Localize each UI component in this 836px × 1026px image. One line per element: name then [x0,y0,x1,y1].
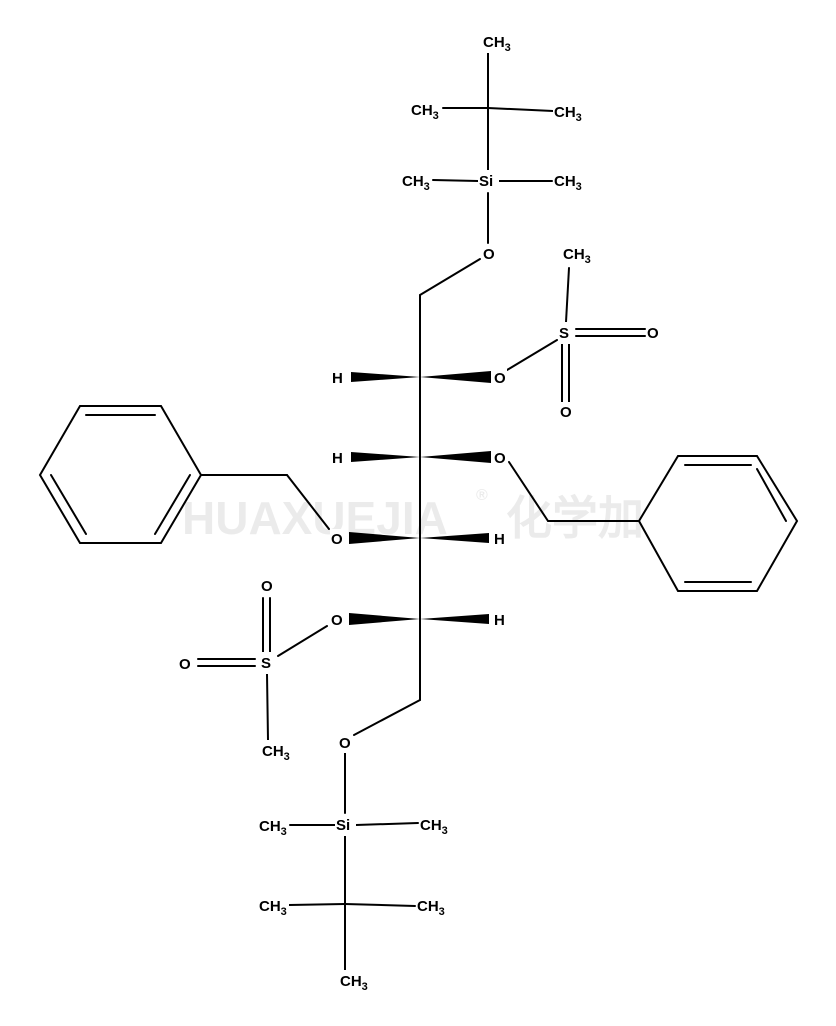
atom-o: O [330,529,344,549]
wedge-bond [349,532,420,544]
watermark-text: HUAXUEJIA [182,492,448,544]
atom-h: H [493,610,507,630]
svg-text:H: H [332,370,343,387]
atom-h: H [331,368,345,388]
atom-o: O [482,244,496,264]
ring-outline [38,405,203,544]
svg-text:H: H [494,531,505,548]
svg-text:CH3: CH3 [259,818,287,838]
svg-text:CH3: CH3 [411,102,439,122]
bond [565,267,570,323]
ring-double-bond [50,474,87,535]
svg-text:CH3: CH3 [262,743,290,763]
svg-text:Si: Si [479,173,493,190]
atom-si: Si [335,814,356,836]
bond [288,903,346,906]
svg-text:CH3: CH3 [259,898,287,918]
watermark-cn: 化学加 [506,492,644,544]
atom-ch3: CH3 [482,31,511,54]
atom-o: O [646,323,660,343]
svg-text:O: O [494,450,506,467]
ring-outline [637,455,799,592]
wedge-bond [349,613,420,625]
atom-si: Si [478,170,499,192]
svg-text:O: O [331,531,343,548]
atom-ch3: CH3 [410,99,440,122]
atom-h: H [493,529,507,549]
svg-text:H: H [332,450,343,467]
bond [266,673,269,741]
svg-text:H: H [494,612,505,629]
svg-text:O: O [494,370,506,387]
bond [419,258,481,296]
atom-s: S [260,652,274,674]
atom-ch3: CH3 [553,170,583,193]
atom-ch3: CH3 [553,101,583,124]
bond [355,822,419,826]
atom-ch3: CH3 [401,170,432,193]
svg-text:CH3: CH3 [483,34,511,54]
atom-ch3: CH3 [416,895,446,918]
ring-double-bond [756,468,787,522]
svg-text:CH3: CH3 [402,173,430,193]
bond [432,179,479,182]
svg-text:S: S [559,325,569,342]
bond [508,461,549,522]
atom-labels: CH3 CH3 CH3 CH3 Si CH3 O CH3 S O O O H H… [178,31,660,993]
bond [353,699,421,736]
bond [286,474,330,530]
svg-text:O: O [339,735,351,752]
svg-text:CH3: CH3 [417,898,445,918]
atom-ch3: CH3 [258,815,289,838]
bond [506,339,558,371]
svg-text:CH3: CH3 [554,104,582,124]
svg-text:O: O [647,325,659,342]
svg-text:CH3: CH3 [563,246,591,266]
stereo-wedges [349,371,491,625]
atom-o: O [178,654,192,674]
svg-text:O: O [261,578,273,595]
atom-ch3: CH3 [419,814,449,837]
wedge-bond [351,372,420,382]
atom-ch3: CH3 [562,243,592,266]
svg-text:S: S [261,655,271,672]
atom-o: O [338,733,352,753]
svg-text:Si: Si [336,817,350,834]
atom-h: H [331,448,345,468]
bonds [197,51,646,971]
benzene-ring-left [38,405,203,544]
ring-double-bond [154,474,191,535]
atom-o: O [260,576,274,596]
svg-text:O: O [483,246,495,263]
svg-text:CH3: CH3 [554,173,582,193]
benzene-ring-right [637,455,799,592]
svg-text:O: O [331,612,343,629]
svg-text:CH3: CH3 [420,817,448,837]
atom-ch3: CH3 [339,970,369,993]
bond [344,903,416,907]
wedge-bond [420,451,491,463]
svg-text:O: O [179,656,191,673]
wedge-bond [420,533,489,543]
atom-o: O [559,402,573,422]
bond [277,625,328,657]
wedge-bond [351,452,420,462]
atom-ch3: CH3 [258,895,289,918]
atom-o: O [493,368,507,388]
atom-s: S [558,322,572,344]
bond [487,107,554,112]
atom-o: O [330,610,344,630]
wedge-bond [420,371,491,383]
atom-o: O [493,448,507,468]
watermark-mark: ® [476,487,488,504]
svg-text:O: O [560,404,572,421]
svg-text:CH3: CH3 [340,973,368,993]
wedge-bond [420,614,489,624]
atom-ch3: CH3 [261,740,291,763]
